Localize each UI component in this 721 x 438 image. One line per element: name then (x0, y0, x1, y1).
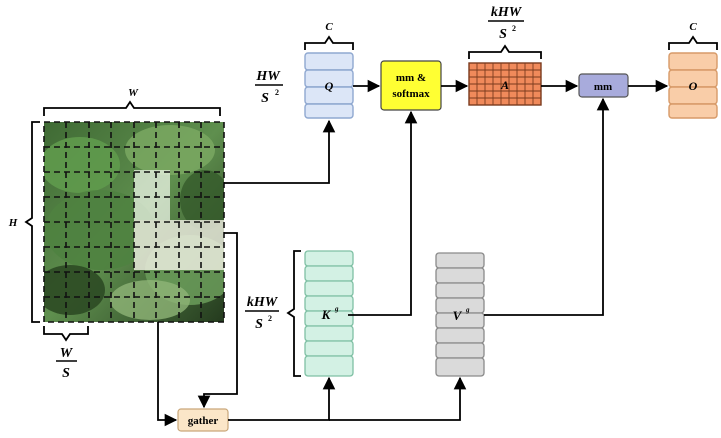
ws-numerator: W (60, 346, 74, 361)
k-label: K (321, 307, 332, 322)
khw-top-numerator: kHW (491, 5, 523, 20)
h-label: H (8, 217, 18, 229)
o-label: O (689, 79, 698, 93)
arrow-gather-to-k (228, 376, 336, 421)
attention-matrix-a: A (468, 62, 542, 106)
c-brace-o (668, 35, 718, 50)
q-label: Q (325, 79, 334, 93)
k-stack: K g (304, 250, 354, 377)
arrow-v-to-mm (484, 97, 610, 316)
hw-numerator: HW (255, 69, 281, 84)
khw-left-numerator: kHW (247, 295, 279, 310)
svg-text:mm &: mm & (396, 72, 426, 84)
arrow-gather-to-v (329, 376, 467, 421)
c-brace-q (304, 35, 354, 50)
c-label-q: C (325, 21, 333, 33)
arrow-image-to-q (224, 119, 336, 184)
svg-text:softmax: softmax (392, 88, 430, 100)
svg-text:mm: mm (594, 81, 612, 93)
h-brace (24, 121, 40, 323)
arrow-region-to-gather (197, 232, 238, 409)
ws-brace (43, 326, 89, 342)
q-stack: Q (304, 52, 354, 119)
image-grid (43, 121, 225, 323)
a-label: A (500, 78, 509, 92)
connectors (157, 79, 669, 427)
khw-brace-left (286, 250, 301, 377)
query-region-highlight (134, 170, 170, 220)
khw-top-denominator: S (499, 27, 507, 42)
input-feature-image (43, 121, 225, 323)
w-label: W (128, 87, 139, 99)
khw-brace-top (468, 44, 542, 59)
ws-denominator: S (62, 366, 70, 381)
c-label-o: C (689, 21, 697, 33)
o-stack: O (668, 52, 718, 119)
khw-top-exponent: 2 (512, 24, 516, 33)
arrow-image-to-gather (157, 322, 178, 427)
gather-block: gather (177, 408, 229, 432)
k-superscript: g (334, 305, 339, 313)
hw-denominator: S (261, 91, 269, 106)
svg-text:gather: gather (188, 415, 219, 427)
v-label: V (453, 308, 463, 323)
mm-block: mm (578, 73, 629, 98)
mm-softmax-block: mm & softmax (380, 60, 442, 111)
v-stack: V g (435, 252, 485, 377)
arrow-k-to-mmsoftmax (348, 110, 418, 316)
hw-exponent: 2 (275, 88, 279, 97)
v-superscript: g (465, 306, 470, 314)
w-brace (43, 100, 221, 116)
khw-left-exponent: 2 (268, 314, 272, 323)
khw-left-denominator: S (255, 317, 263, 332)
